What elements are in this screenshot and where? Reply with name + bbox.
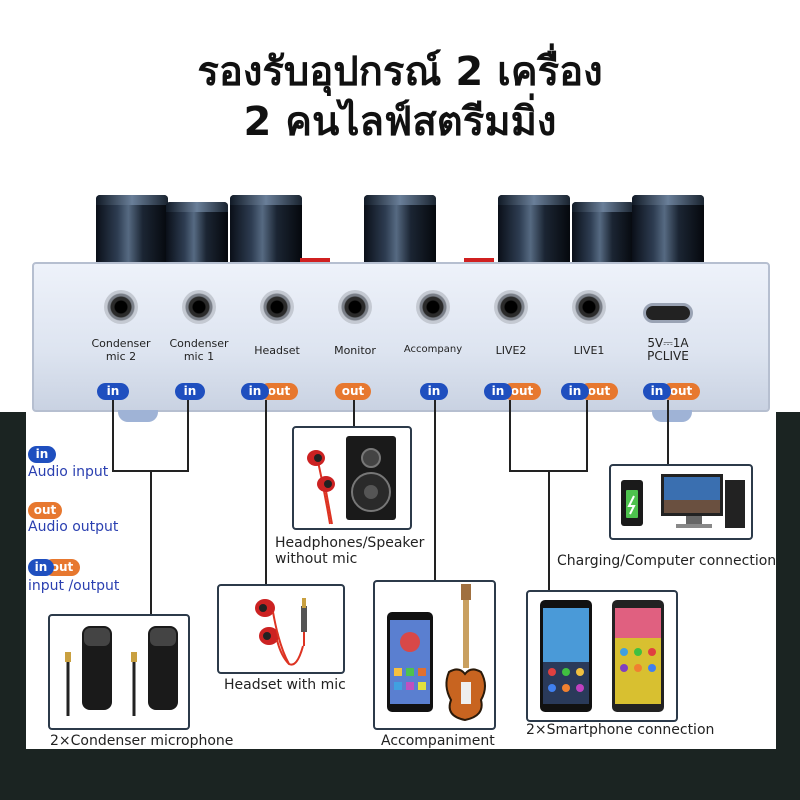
speaker-box — [292, 426, 412, 530]
knob — [572, 202, 634, 267]
in-badge: in — [97, 383, 129, 400]
port-label: Condenser mic 2 — [91, 337, 151, 363]
condenser-microphone-icon — [65, 626, 178, 716]
charging-caption: Charging/Computer connection — [557, 553, 777, 569]
legend-in-badge: in — [28, 446, 56, 463]
port-label: Monitor — [334, 344, 376, 357]
port-label: LIVE1 — [573, 344, 605, 357]
accompaniment-caption: Accompaniment — [381, 733, 495, 749]
headset-box — [217, 584, 345, 674]
in-badge: in — [561, 383, 589, 400]
knob — [364, 195, 436, 267]
audio-jack-icon — [182, 290, 216, 324]
usb-c-port-icon — [643, 303, 693, 323]
mic-caption: 2×Condenser microphone — [50, 733, 234, 749]
legend-out-text: Audio output — [28, 519, 119, 535]
device-foot — [118, 410, 158, 422]
computer-icon — [621, 474, 745, 528]
out-badge: out — [260, 383, 298, 400]
knob — [96, 195, 168, 267]
microphone-box — [48, 614, 190, 730]
audio-jack-icon — [104, 290, 138, 324]
legend-inout-text: input /output — [28, 578, 120, 594]
in-badge: in — [175, 383, 205, 400]
audio-jack-icon — [416, 290, 450, 324]
audio-jack-icon — [494, 290, 528, 324]
out-badge: out — [335, 383, 371, 400]
smartphones-box — [526, 590, 678, 722]
in-badge: in — [643, 383, 671, 400]
headset-icon — [255, 598, 307, 666]
port-label: LIVE2 — [495, 344, 527, 357]
speaker-caption: Headphones/Speaker without mic — [275, 535, 425, 567]
out-badge: out — [580, 383, 618, 400]
phone-guitar-icon — [387, 584, 486, 722]
knob — [230, 195, 302, 267]
audio-jack-icon — [338, 290, 372, 324]
out-badge: out — [503, 383, 541, 400]
audio-jack-icon — [260, 290, 294, 324]
knob — [166, 202, 228, 267]
knob — [632, 195, 704, 267]
out-badge: out — [662, 383, 700, 400]
port-label: Condenser mic 1 — [169, 337, 229, 363]
in-badge: in — [420, 383, 448, 400]
legend-inout-in-badge: in — [28, 559, 54, 576]
title-line-1: รองรับอุปกรณ์ 2 เครื่อง — [197, 49, 603, 95]
smartphones-caption: 2×Smartphone connection — [526, 722, 715, 738]
computer-box — [609, 464, 753, 540]
accompaniment-box — [373, 580, 496, 730]
in-badge: in — [241, 383, 269, 400]
smartphones-icon — [540, 600, 664, 712]
in-badge: in — [484, 383, 512, 400]
legend-in-text: Audio input — [28, 464, 109, 480]
knob — [498, 195, 570, 267]
legend-out-badge: out — [28, 502, 62, 519]
headset-caption: Headset with mic — [224, 677, 346, 693]
port-label: Accompany — [403, 344, 463, 355]
audio-jack-icon — [572, 290, 606, 324]
port-label: Headset — [254, 344, 300, 357]
port-label: 5V⎓1A PCLIVE — [647, 336, 689, 363]
device-foot — [652, 410, 692, 422]
title-line-2: 2 คนไลฟ์สตรีมมิ่ง — [243, 99, 557, 145]
headphones-speaker-icon — [307, 436, 396, 525]
